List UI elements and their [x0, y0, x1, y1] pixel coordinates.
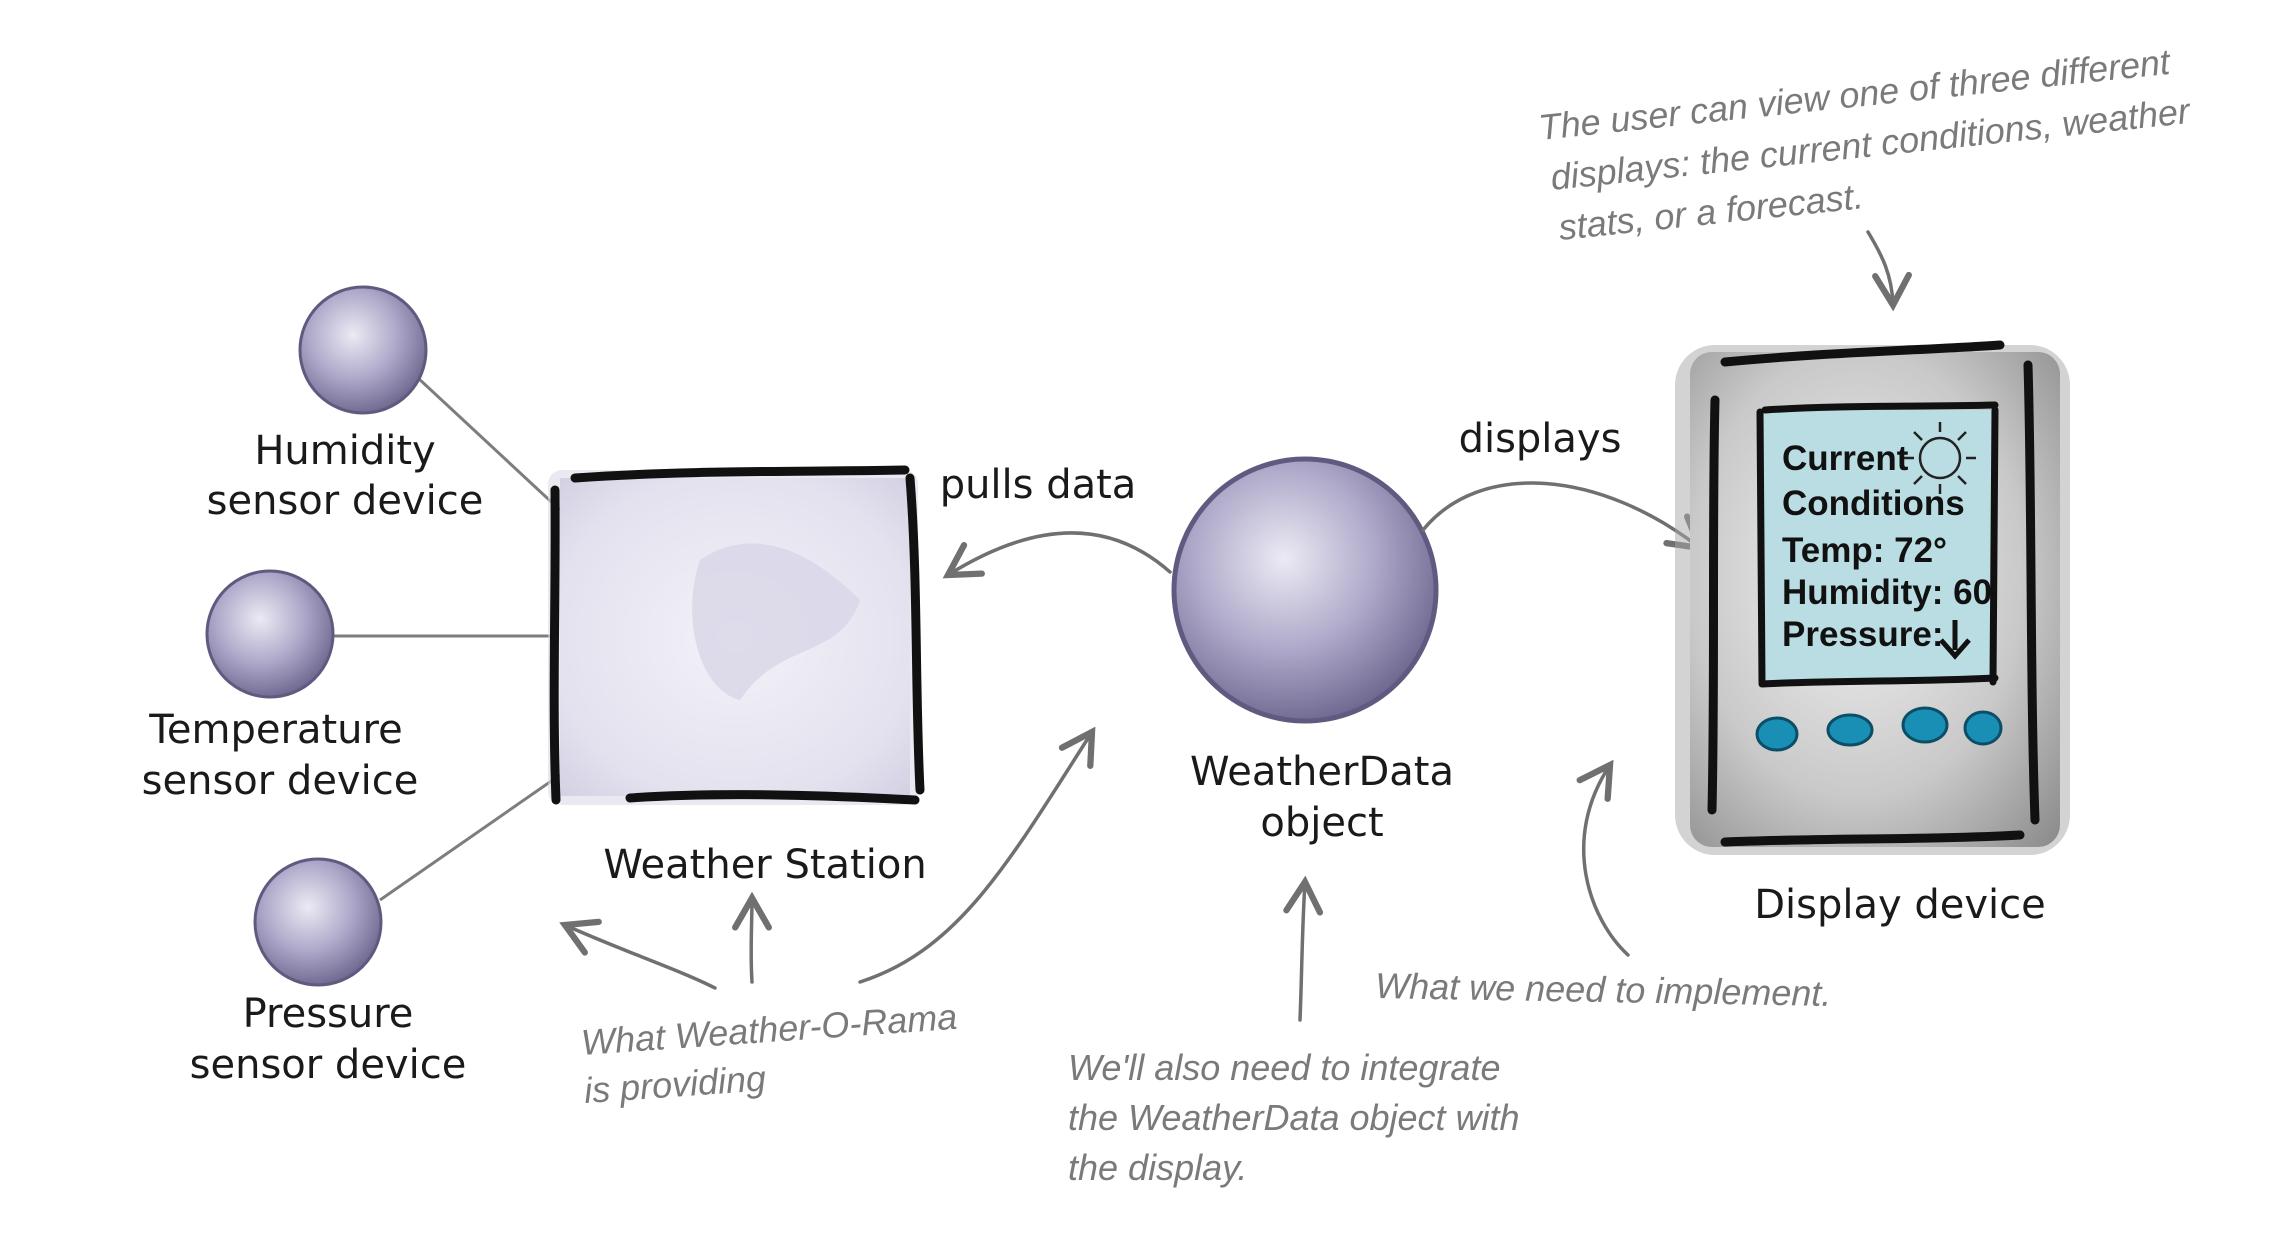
temperature-sensor-label: sensor device — [142, 758, 419, 804]
providing-arrow-weatherdata — [858, 726, 1096, 984]
providing-arrow-station-left — [559, 918, 717, 990]
weatherdata-line2: object — [1260, 800, 1383, 846]
implement-text: What we need to implement. — [1375, 965, 1832, 1014]
display-device-label: Display device — [1754, 882, 2046, 928]
integrate-line3: the display. — [1068, 1147, 1247, 1188]
humidity-sensor-name: Humidity — [254, 428, 435, 474]
pulls-data-arrow — [942, 531, 1172, 579]
displays-arrow — [1421, 481, 1706, 552]
screen-pressure: Pressure: — [1782, 615, 1943, 654]
pulls-data-label: pulls data — [940, 462, 1137, 508]
sun-icon — [1904, 422, 1976, 494]
pressure-sensor-name: Pressure — [243, 991, 414, 1037]
pressure-sensor-label: sensor device — [190, 1042, 467, 1088]
pressure-sensor: Pressure sensor device — [190, 857, 467, 1088]
user-view-annotation: The user can view one of three different… — [1537, 41, 2194, 312]
screen-humidity: Humidity: 60 — [1782, 573, 1992, 612]
humidity-sensor-label: sensor device — [207, 478, 484, 524]
integrate-line1: We'll also need to integrate — [1068, 1047, 1500, 1088]
device-button-2[interactable] — [1826, 713, 1874, 747]
providing-line2: is providing — [583, 1057, 768, 1111]
weatherdata-object: WeatherData object — [1171, 456, 1454, 846]
device-button-4[interactable] — [1963, 710, 2003, 746]
weatherdata-line1: WeatherData — [1190, 749, 1454, 795]
displays-label: displays — [1459, 416, 1622, 462]
implement-arrow — [1576, 759, 1630, 957]
pressure-connector — [379, 773, 561, 902]
screen-temp: Temp: 72° — [1782, 531, 1947, 570]
integrate-annotation: We'll also need to integrate the Weather… — [1068, 875, 1520, 1188]
implement-annotation: What we need to implement. — [1375, 759, 1832, 1014]
temperature-sensor-name: Temperature — [148, 707, 402, 753]
screen-line1: Current — [1782, 439, 1909, 478]
down-arrow-head — [1939, 638, 1971, 660]
providing-line1: What Weather-O-Rama — [580, 996, 959, 1063]
providing-arrow-station — [732, 891, 772, 984]
humidity-sensor: Humidity sensor device — [207, 285, 484, 524]
display-device: Current Conditions Temp: 72° Humidity: 6… — [1675, 340, 2070, 928]
humidity-connector — [416, 376, 562, 512]
temperature-sensor: Temperature sensor device — [142, 569, 419, 804]
integrate-line2: the WeatherData object with — [1068, 1097, 1520, 1138]
device-button-1[interactable] — [1755, 716, 1799, 752]
integrate-arrow — [1283, 875, 1324, 1022]
device-button-3[interactable] — [1901, 706, 1949, 744]
user-view-arrow — [1866, 230, 1912, 312]
weather-station-label: Weather Station — [603, 842, 926, 888]
screen-line2: Conditions — [1782, 484, 1965, 523]
weather-station: Weather Station — [548, 465, 927, 888]
